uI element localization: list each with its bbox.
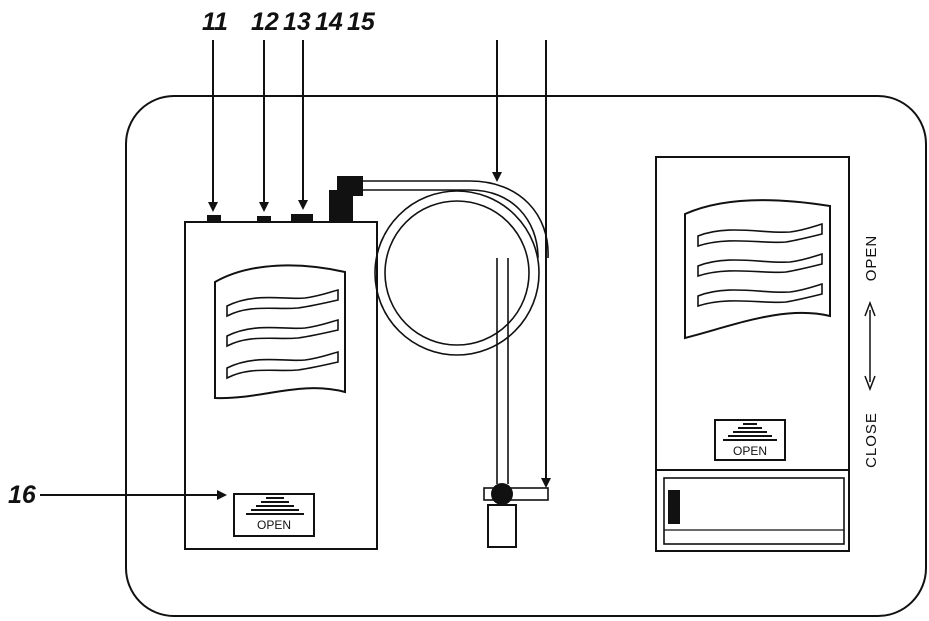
- callout-11: 11: [202, 8, 228, 36]
- callout-12: 12: [251, 8, 279, 36]
- receiver-open-label: OPEN: [733, 444, 767, 458]
- callout-16: 16: [8, 481, 37, 509]
- open-close-arrow-icon: [864, 300, 876, 392]
- receiver-open-button[interactable]: OPEN: [714, 419, 786, 461]
- transmitter-body: [184, 221, 378, 550]
- battery-compartment: [663, 477, 845, 545]
- receiver-unit: OPEN OPEN CLOSE: [655, 156, 880, 552]
- battery-open-button[interactable]: OPEN: [233, 493, 315, 537]
- side-close-label: CLOSE: [863, 412, 880, 468]
- antenna-jack-top: [337, 176, 363, 196]
- connector-13: [291, 214, 313, 223]
- lavalier-cable: [362, 180, 549, 548]
- bodypack-transmitter: OPEN: [184, 176, 378, 550]
- microphone-head: [491, 483, 513, 505]
- transmitter-open-label: OPEN: [257, 518, 291, 532]
- battery-latch: [668, 490, 680, 524]
- belt-clip: [214, 264, 346, 400]
- receiver-body: [655, 156, 850, 552]
- callout-15: 15: [347, 8, 376, 36]
- microphone-body: [487, 504, 517, 548]
- tie-clip: [483, 487, 549, 501]
- callout-13: 13: [283, 8, 311, 36]
- connector-12: [257, 216, 271, 223]
- connector-11: [207, 215, 221, 223]
- callout-14: 14: [315, 8, 343, 36]
- receiver-belt-clip: [684, 199, 831, 340]
- side-open-label: OPEN: [863, 235, 880, 282]
- base-panel: [125, 95, 927, 617]
